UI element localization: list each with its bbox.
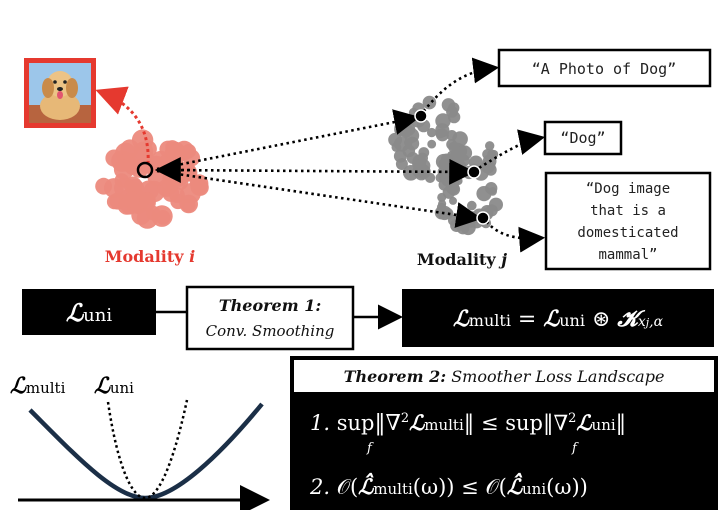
dog-photo-thumbnail xyxy=(24,58,96,128)
embedding-dot xyxy=(427,127,437,138)
embedding-dot xyxy=(448,141,460,154)
theorem1-title: Theorem 1: xyxy=(219,296,322,315)
caption-long-line-1: “Dog image xyxy=(586,181,670,197)
uni-loss-text: ℒuni xyxy=(66,298,112,327)
embedding-dot xyxy=(95,177,112,195)
embedding-dot xyxy=(446,106,458,118)
uni-loss-box: ℒuni xyxy=(22,289,156,335)
embedding-dot xyxy=(485,141,495,151)
modality-i-embedding-cloud xyxy=(95,129,209,229)
embedding-dot xyxy=(467,200,477,211)
modality-i-label: Modality i xyxy=(105,247,195,266)
theorem1-box: Theorem 1: Conv. Smoothing xyxy=(185,285,355,351)
curve-multi-label: ℒmulti xyxy=(10,373,66,399)
link-to-point-2 xyxy=(156,158,476,185)
modality-j-point-2 xyxy=(467,165,481,179)
loss-landscape-plot: ℒmulti ℒuni xyxy=(10,373,270,510)
caption-long-line-2: that is a xyxy=(590,203,666,219)
embedding-dot xyxy=(425,172,436,183)
embedding-dot xyxy=(422,95,437,110)
modality-j-point-1 xyxy=(414,109,428,123)
theorem1-subtitle: Conv. Smoothing xyxy=(206,322,335,340)
curve-multi xyxy=(28,402,264,501)
embedding-dot xyxy=(400,127,412,138)
embedding-dot xyxy=(485,204,498,217)
caption-dog-text: “Dog” xyxy=(560,129,605,147)
embedding-dot xyxy=(436,128,449,142)
theorem2-box: Theorem 2: Smoother Loss Landscape 1. su… xyxy=(290,356,718,510)
caption-photo-box: “A Photo of Dog” xyxy=(497,48,712,88)
link-point3-to-long-caption xyxy=(481,216,546,253)
embedding-dot xyxy=(435,113,451,129)
embedding-dot xyxy=(438,199,447,208)
caption-photo-text: “A Photo of Dog” xyxy=(532,60,677,78)
caption-long-line-4: mammal” xyxy=(598,247,657,263)
caption-long-box: “Dog image that is a domesticated mammal… xyxy=(544,171,712,271)
theorem2-line2: 2. 𝒪(ℒ̂multi(ω)) ≤ 𝒪(ℒ̂uni(ω)) xyxy=(309,472,588,499)
embedding-dot xyxy=(427,139,437,149)
link-to-point-1 xyxy=(156,109,421,171)
embedding-dot xyxy=(136,207,158,229)
embedding-dot xyxy=(437,192,447,202)
embedding-dot xyxy=(454,176,463,186)
embedding-dot xyxy=(435,153,452,170)
embedding-dot xyxy=(405,136,420,151)
theorem2-f-sub2: f xyxy=(571,441,579,456)
link-point2-to-dog-caption xyxy=(473,129,546,173)
caption-dog-box: “Dog” xyxy=(543,120,623,156)
theorem2-line1: 1. sup‖∇2ℒmulti‖ ≤ sup‖∇2ℒuni‖ xyxy=(310,410,626,436)
modality-j-label: Modality j xyxy=(417,250,507,269)
embedding-dot xyxy=(485,182,498,195)
theorem2-title: Theorem 2: Smoother Loss Landscape xyxy=(344,367,665,386)
embedding-dot xyxy=(482,149,493,160)
theorem2-f-sub1: f xyxy=(366,441,374,456)
embedding-dot xyxy=(165,144,180,159)
caption-long-line-3: domesticated xyxy=(577,225,678,241)
multi-loss-box: ℒmulti = ℒuni ⊛ 𝓚xj,α xyxy=(402,289,714,347)
curve-uni-label: ℒuni xyxy=(94,373,134,399)
modality-i-anchor-point xyxy=(136,161,154,179)
embedding-dot xyxy=(123,191,140,208)
embedding-dot xyxy=(113,159,135,180)
modality-j-point-3 xyxy=(476,211,490,225)
embedding-dot xyxy=(190,174,209,193)
embedding-dot xyxy=(456,145,473,161)
embedding-dot xyxy=(442,207,454,220)
embedding-dot xyxy=(183,149,201,167)
embedding-dot xyxy=(450,219,464,232)
curve-uni xyxy=(106,399,189,500)
embedding-dot xyxy=(391,142,402,153)
embedding-dot xyxy=(416,158,431,173)
multi-loss-formula: ℒmulti = ℒuni ⊛ 𝓚xj,α xyxy=(453,306,664,332)
embedding-dot xyxy=(169,187,185,203)
embedding-dot xyxy=(393,149,407,163)
cross-modal-links xyxy=(154,57,546,253)
embedding-dot xyxy=(444,174,455,185)
